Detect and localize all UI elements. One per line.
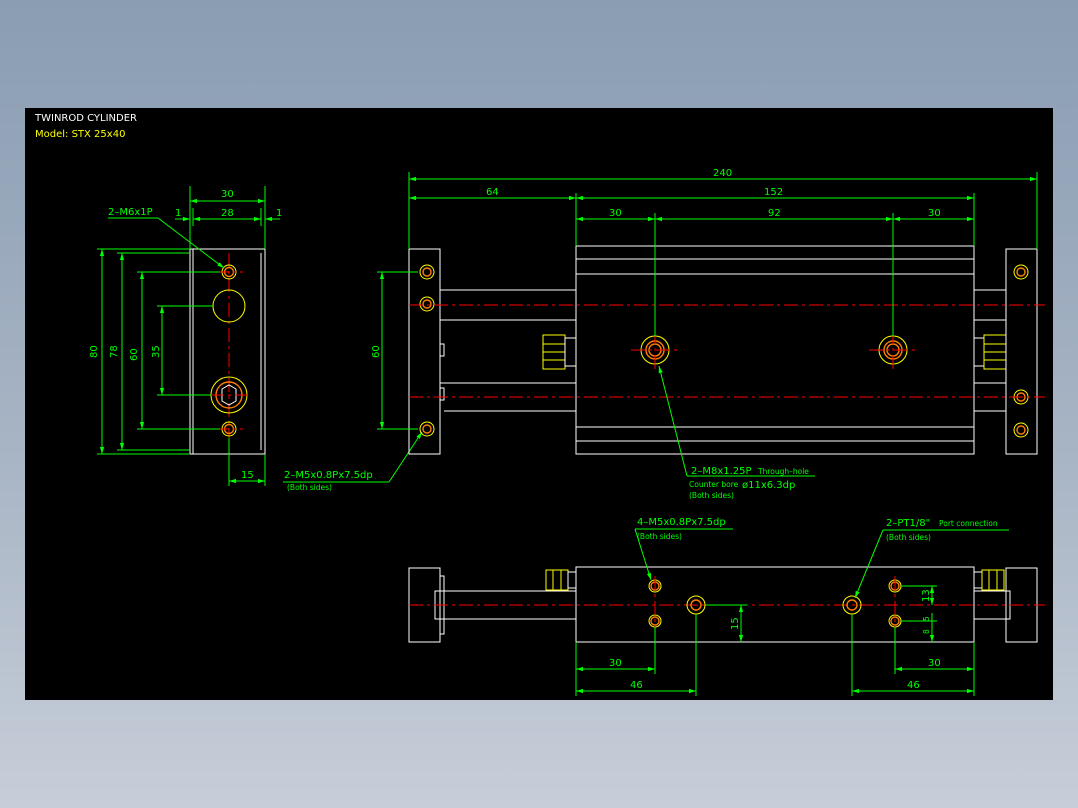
callout-bottom-m5: 4–M5x0.8Px7.5dp <box>637 517 726 528</box>
dim-side-1-left: 1 <box>175 208 181 219</box>
dim-side-28: 28 <box>221 208 234 219</box>
dim-front-152: 152 <box>764 187 783 198</box>
dim-front-60: 60 <box>371 345 382 358</box>
dim-front-92: 92 <box>768 208 781 219</box>
callout-front-note: (Both sides) <box>689 491 734 500</box>
dim-bottom-30-right: 30 <box>928 658 941 669</box>
callout-side-m5: 2–M5x0.8Px7.5dp <box>284 470 373 481</box>
model-label: Model: STX 25x40 <box>35 129 125 140</box>
dim-bottom-46-right: 46 <box>907 680 920 691</box>
dim-front-30-right: 30 <box>928 208 941 219</box>
dim-side-60: 60 <box>129 348 140 361</box>
dim-bottom-8: 8 <box>922 629 931 634</box>
drawing-title: TWINROD CYLINDER <box>34 113 137 124</box>
dim-side-80: 80 <box>89 345 100 358</box>
cad-viewport[interactable]: TWINROD CYLINDER Model: STX 25x40 30 28 <box>25 108 1053 700</box>
callout-bottom-m5-note: (Both sides) <box>637 532 682 541</box>
callout-front-m8: 2–M8x1.25P <box>691 466 752 477</box>
callout-bottom-pt-note: (Both sides) <box>886 533 931 542</box>
dim-side-1-right: 1 <box>276 208 282 219</box>
dim-bottom-30-left: 30 <box>609 658 622 669</box>
bottom-view: 30 46 30 46 15 13 5 8 4–M5x0.8Px7.5dp (B… <box>408 517 1045 696</box>
side-view: 30 28 1 1 80 78 60 35 15 2–M6x1P 2–M5x0. <box>89 186 423 492</box>
callout-bottom-port: Port connection <box>939 519 998 528</box>
front-view: 240 64 152 30 92 30 60 2–M8x1.25P Throug… <box>371 168 1045 500</box>
dim-front-240: 240 <box>713 168 732 179</box>
dim-bottom-15: 15 <box>730 617 741 630</box>
dim-side-30: 30 <box>221 189 234 200</box>
dim-side-35: 35 <box>151 345 162 358</box>
callout-side-m5-note: (Both sides) <box>287 483 332 492</box>
callout-front-cbore-size: ø11x6.3dp <box>742 480 795 491</box>
dim-side-78: 78 <box>109 345 120 358</box>
dim-bottom-5: 5 <box>922 616 931 621</box>
callout-front-cbore: Counter bore <box>689 480 739 489</box>
technical-drawing: TWINROD CYLINDER Model: STX 25x40 30 28 <box>34 113 1045 696</box>
dim-front-64: 64 <box>486 187 499 198</box>
callout-front-through: Through–hole <box>757 467 809 476</box>
dim-side-15: 15 <box>241 470 254 481</box>
dim-bottom-46-left: 46 <box>630 680 643 691</box>
callout-side-m6: 2–M6x1P <box>108 207 153 218</box>
dim-front-30-left: 30 <box>609 208 622 219</box>
dim-bottom-13: 13 <box>921 589 932 602</box>
callout-bottom-pt: 2–PT1/8" <box>886 518 930 529</box>
